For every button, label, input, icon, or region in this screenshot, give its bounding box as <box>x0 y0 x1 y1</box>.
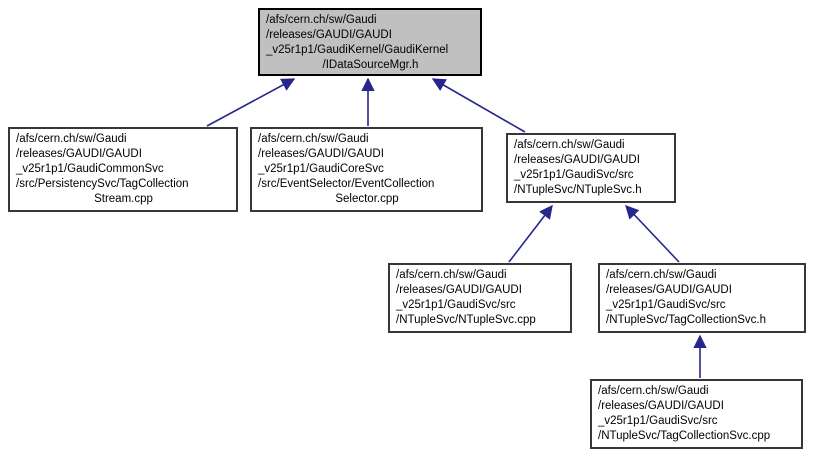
node-label-line: /NTupleSvc/NTupleSvc.cpp <box>396 314 536 326</box>
node-label-line: /releases/GAUDI/GAUDI <box>266 29 392 41</box>
node-label-line: /afs/cern.ch/sw/Gaudi <box>16 133 127 145</box>
node-label-line: /releases/GAUDI/GAUDI <box>606 284 732 296</box>
node-label-line: _v25r1p1/GaudiSvc/src <box>396 299 516 311</box>
node-label-line: _v25r1p1/GaudiCommonSvc <box>16 163 164 175</box>
node-label-line: /NTupleSvc/NTupleSvc.h <box>514 184 642 196</box>
node-label-line: /NTupleSvc/TagCollectionSvc.cpp <box>598 430 771 442</box>
node-tagcollectionsvc-h[interactable]: /afs/cern.ch/sw/Gaudi /releases/GAUDI/GA… <box>598 263 806 333</box>
node-label-line: /afs/cern.ch/sw/Gaudi <box>514 139 625 151</box>
node-label-line: _v25r1p1/GaudiSvc/src <box>514 169 634 181</box>
edge-ntuplesvc-h-to-idatasourcemgr <box>431 78 526 133</box>
edge-ntuplesvc-cpp-to-ntuplesvc-h <box>508 204 553 263</box>
node-label-line: /releases/GAUDI/GAUDI <box>598 400 724 412</box>
node-label-line: /releases/GAUDI/GAUDI <box>514 154 640 166</box>
node-tagcollectionstream-cpp[interactable]: /afs/cern.ch/sw/Gaudi /releases/GAUDI/GA… <box>8 127 238 212</box>
node-label-line: /releases/GAUDI/GAUDI <box>396 284 522 296</box>
node-label-line: /releases/GAUDI/GAUDI <box>16 148 142 160</box>
edge-tagcollectionsvc-h-to-ntuplesvc-h <box>625 205 680 263</box>
node-label-line: _v25r1p1/GaudiSvc/src <box>598 415 718 427</box>
node-label-line: /releases/GAUDI/GAUDI <box>258 148 384 160</box>
node-label-line: Selector.cpp <box>335 193 399 205</box>
node-label-line: /afs/cern.ch/sw/Gaudi <box>258 133 369 145</box>
node-ntuplesvc-h[interactable]: /afs/cern.ch/sw/Gaudi /releases/GAUDI/GA… <box>506 133 676 203</box>
node-label-line: /afs/cern.ch/sw/Gaudi <box>606 269 717 281</box>
node-label-line: Stream.cpp <box>94 193 153 205</box>
node-idatasourcemgr-h[interactable]: /afs/cern.ch/sw/Gaudi /releases/GAUDI/GA… <box>258 8 482 76</box>
node-label-line: /IDataSourceMgr.h <box>322 59 419 71</box>
node-label-line: _v25r1p1/GaudiCoreSvc <box>258 163 384 175</box>
node-label-line: /src/PersistencySvc/TagCollection <box>16 178 189 190</box>
node-label-line: /afs/cern.ch/sw/Gaudi <box>396 269 507 281</box>
node-ntuplesvc-cpp[interactable]: /afs/cern.ch/sw/Gaudi /releases/GAUDI/GA… <box>388 263 572 333</box>
node-tagcollectionsvc-cpp[interactable]: /afs/cern.ch/sw/Gaudi /releases/GAUDI/GA… <box>590 379 803 449</box>
edge-tagcollectionstream-to-idatasourcemgr <box>206 78 296 127</box>
node-label-line: /afs/cern.ch/sw/Gaudi <box>266 14 377 26</box>
node-label-line: _v25r1p1/GaudiKernel/GaudiKernel <box>266 44 449 56</box>
node-label-line: /NTupleSvc/TagCollectionSvc.h <box>606 314 767 326</box>
node-label-line: /src/EventSelector/EventCollection <box>258 178 435 190</box>
node-label-line: _v25r1p1/GaudiSvc/src <box>606 299 726 311</box>
node-eventcollectionselector-cpp[interactable]: /afs/cern.ch/sw/Gaudi /releases/GAUDI/GA… <box>250 127 483 212</box>
node-label-line: /afs/cern.ch/sw/Gaudi <box>598 385 709 397</box>
